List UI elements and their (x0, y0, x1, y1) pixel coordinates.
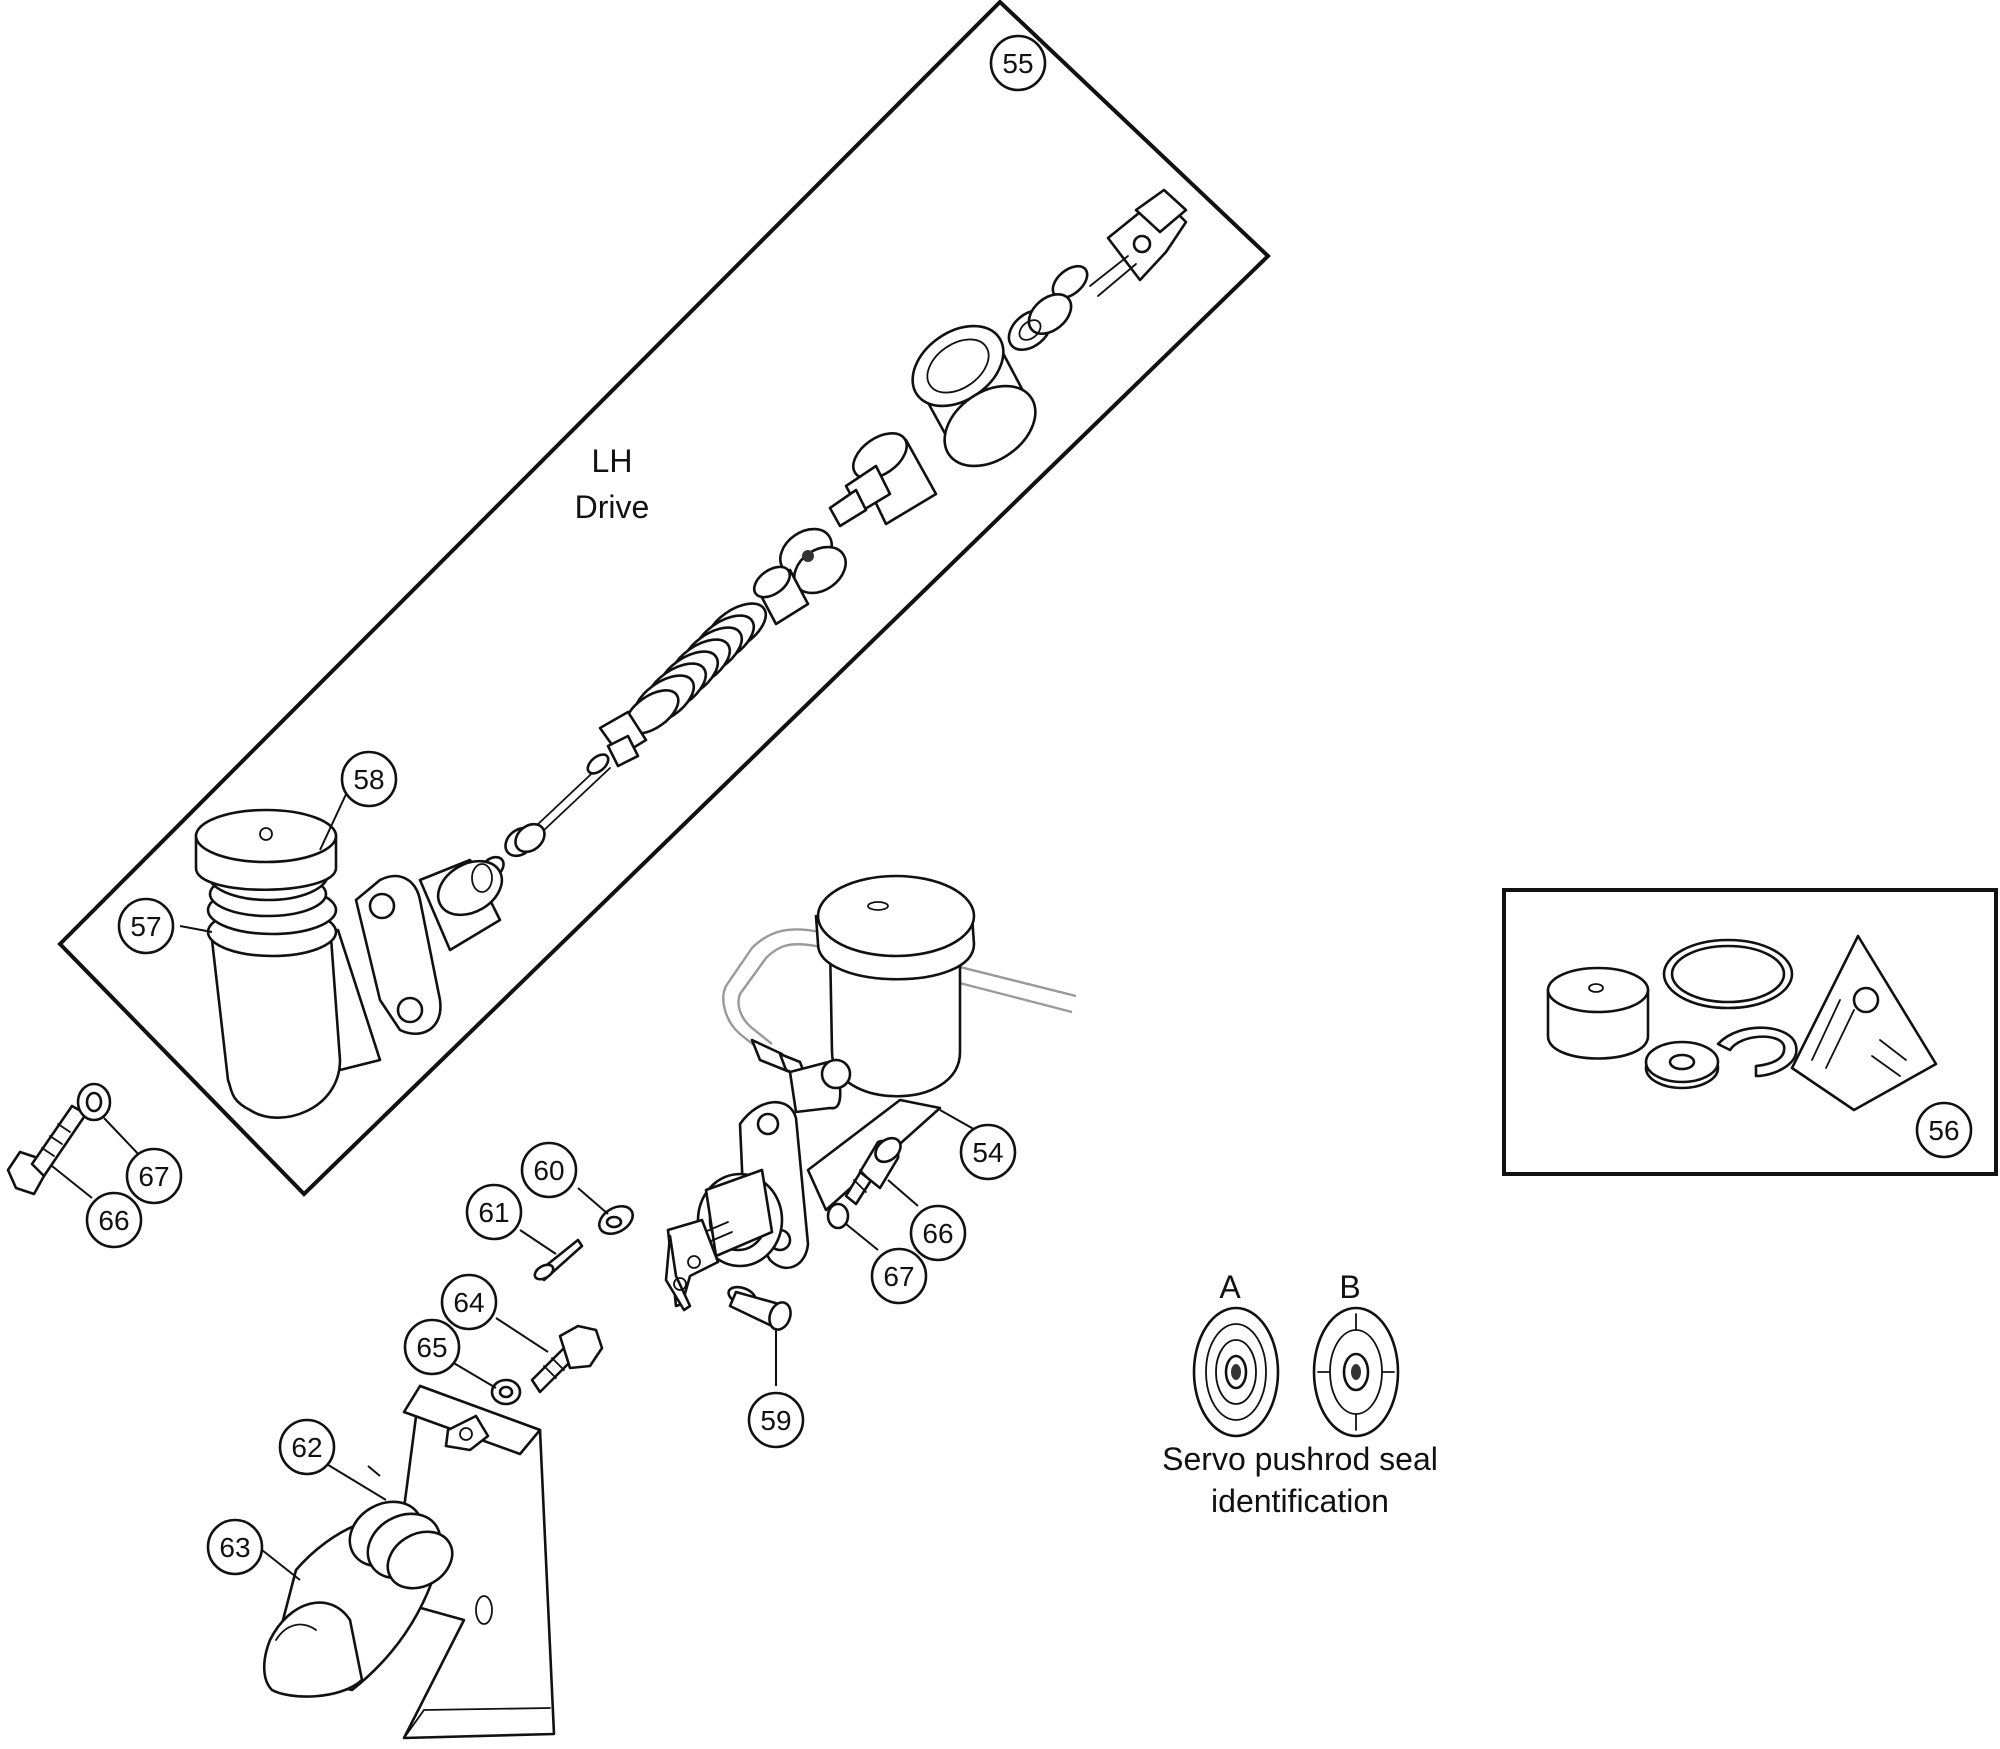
washer-right (826, 1202, 850, 1230)
callout-67-right: 67 (870, 1247, 928, 1305)
dust-cover (911, 324, 1037, 468)
svg-text:58: 58 (353, 764, 384, 795)
svg-text:57: 57 (130, 911, 161, 942)
grease-sachet (1790, 934, 1938, 1112)
callout-62: 62 (278, 1418, 336, 1476)
seal-kit-frame (1502, 888, 1998, 1176)
kit-seal (1644, 1040, 1720, 1090)
callout-63: 63 (206, 1518, 264, 1576)
callout-57: 57 (117, 897, 175, 955)
spring-seat (752, 565, 810, 626)
split-pin (533, 1238, 584, 1282)
lh-master-cylinder (194, 808, 504, 1119)
callout-65: 65 (403, 1318, 461, 1376)
svg-text:67: 67 (138, 1161, 169, 1192)
seal-kit-box (1502, 888, 1998, 1176)
callout-54: 54 (959, 1123, 1017, 1181)
pushrod-clevis (1089, 188, 1188, 297)
reservoir-body (788, 874, 976, 1114)
svg-text:60: 60 (533, 1155, 564, 1186)
kit-o-ring (1662, 938, 1794, 1010)
piston-seal (779, 527, 847, 595)
svg-text:61: 61 (478, 1197, 509, 1228)
callout-67-left: 67 (125, 1147, 183, 1205)
seal-variant-b (1312, 1306, 1400, 1438)
callout-59: 59 (747, 1391, 805, 1449)
svg-text:55: 55 (1002, 48, 1033, 79)
seal-variant-b-label: B (1339, 1269, 1360, 1305)
seal-variant-a-label: A (1219, 1269, 1241, 1305)
mounting-bolt-left (6, 1104, 88, 1196)
callout-64: 64 (440, 1273, 498, 1331)
seal-caption-line2: identification (1211, 1483, 1389, 1519)
leader-lines (51, 789, 987, 1581)
svg-text:62: 62 (291, 1432, 322, 1463)
svg-text:56: 56 (1928, 1115, 1959, 1146)
pedal-bracket (390, 1384, 556, 1740)
svg-text:63: 63 (219, 1532, 250, 1563)
svg-text:54: 54 (972, 1137, 1003, 1168)
bracket-washer (490, 1378, 522, 1406)
pushrod-fork (664, 1218, 733, 1312)
bracket-bolt (530, 1324, 604, 1394)
washer-left (76, 1082, 112, 1122)
valve-retainer (598, 710, 648, 768)
svg-text:59: 59 (760, 1405, 791, 1436)
seal-variant-a (1192, 1306, 1280, 1438)
outlet-pipe (722, 928, 1077, 1051)
callout-60: 60 (520, 1141, 578, 1199)
svg-text:65: 65 (416, 1332, 447, 1363)
clevis-washer (597, 1204, 635, 1236)
valve-stem (535, 753, 611, 833)
seal-caption-line1: Servo pushrod seal (1162, 1441, 1438, 1477)
callout-58: 58 (340, 750, 398, 808)
clevis-pin (727, 1285, 792, 1331)
callout-61: 61 (465, 1183, 523, 1241)
mounting-bolt-right (844, 1136, 902, 1206)
svg-text:66: 66 (98, 1205, 129, 1236)
pushrod-stop (1007, 292, 1073, 352)
svg-text:66: 66 (922, 1218, 953, 1249)
callout-66-left: 66 (85, 1191, 143, 1249)
svg-text:64: 64 (453, 1287, 484, 1318)
lh-drive-kit-box: LH Drive (57, 0, 1271, 1197)
kit-box-label-line1: LH (592, 443, 633, 479)
kit-box-frame (57, 0, 1271, 1197)
piston (828, 432, 938, 528)
kit-box-label-line2: Drive (575, 489, 650, 525)
callout-66-right: 66 (909, 1204, 967, 1262)
pedal-boot (262, 1500, 454, 1698)
callout-56: 56 (1915, 1101, 1973, 1159)
kit-circlip (1716, 1026, 1798, 1078)
kit-piston (1546, 966, 1650, 1060)
svg-text:67: 67 (883, 1261, 914, 1292)
return-spring (624, 602, 768, 735)
callout-55: 55 (989, 34, 1047, 92)
